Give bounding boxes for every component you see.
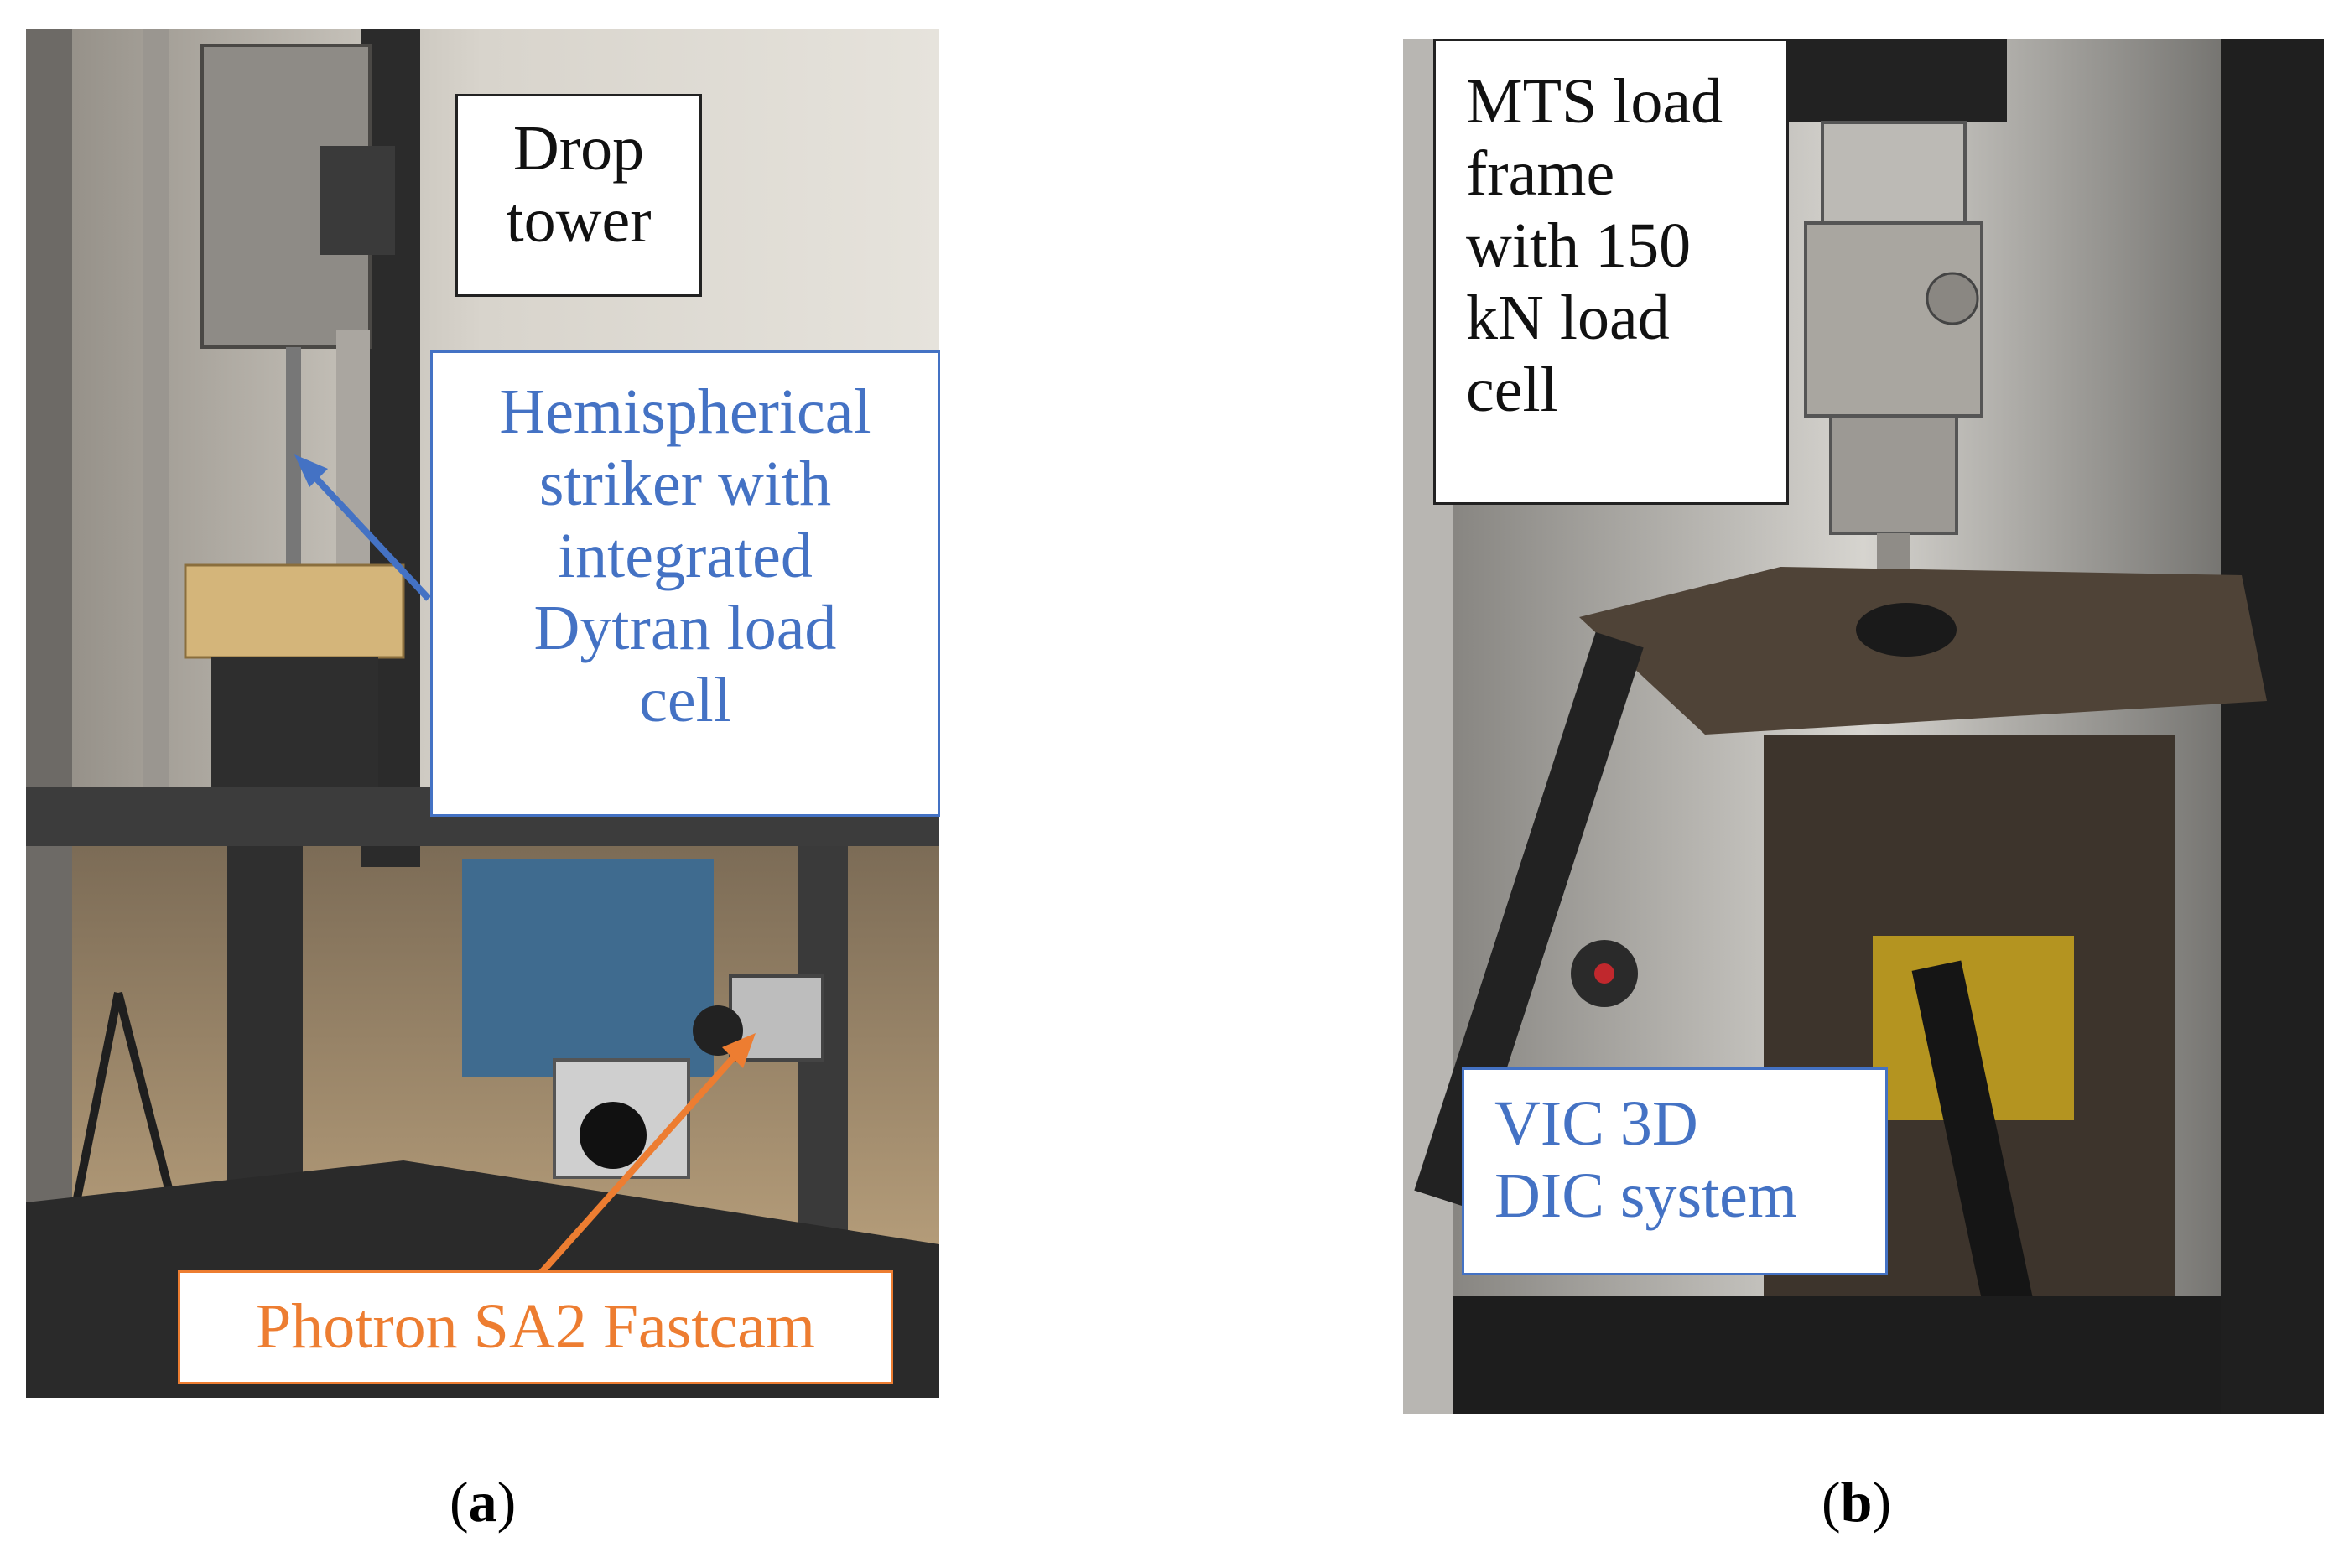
- caption-b-close: ): [1872, 1470, 1892, 1534]
- caption-a-close: ): [496, 1470, 517, 1534]
- caption-a: (a): [450, 1469, 516, 1535]
- caption-b-open: (: [1822, 1470, 1841, 1534]
- load-frame-label: MTS load frame with 150 kN load cell: [1433, 39, 1789, 505]
- caption-a-open: (: [450, 1470, 469, 1534]
- camera-label: Photron SA2 Fastcam: [178, 1270, 893, 1384]
- dic-system-label: VIC 3D DIC system: [1462, 1067, 1888, 1275]
- drop-tower-label: Drop tower: [455, 94, 702, 297]
- striker-label: Hemispherical striker with integrated Dy…: [430, 350, 940, 817]
- caption-a-letter: a: [468, 1470, 497, 1534]
- caption-b: (b): [1822, 1469, 1891, 1535]
- caption-b-letter: b: [1840, 1470, 1873, 1534]
